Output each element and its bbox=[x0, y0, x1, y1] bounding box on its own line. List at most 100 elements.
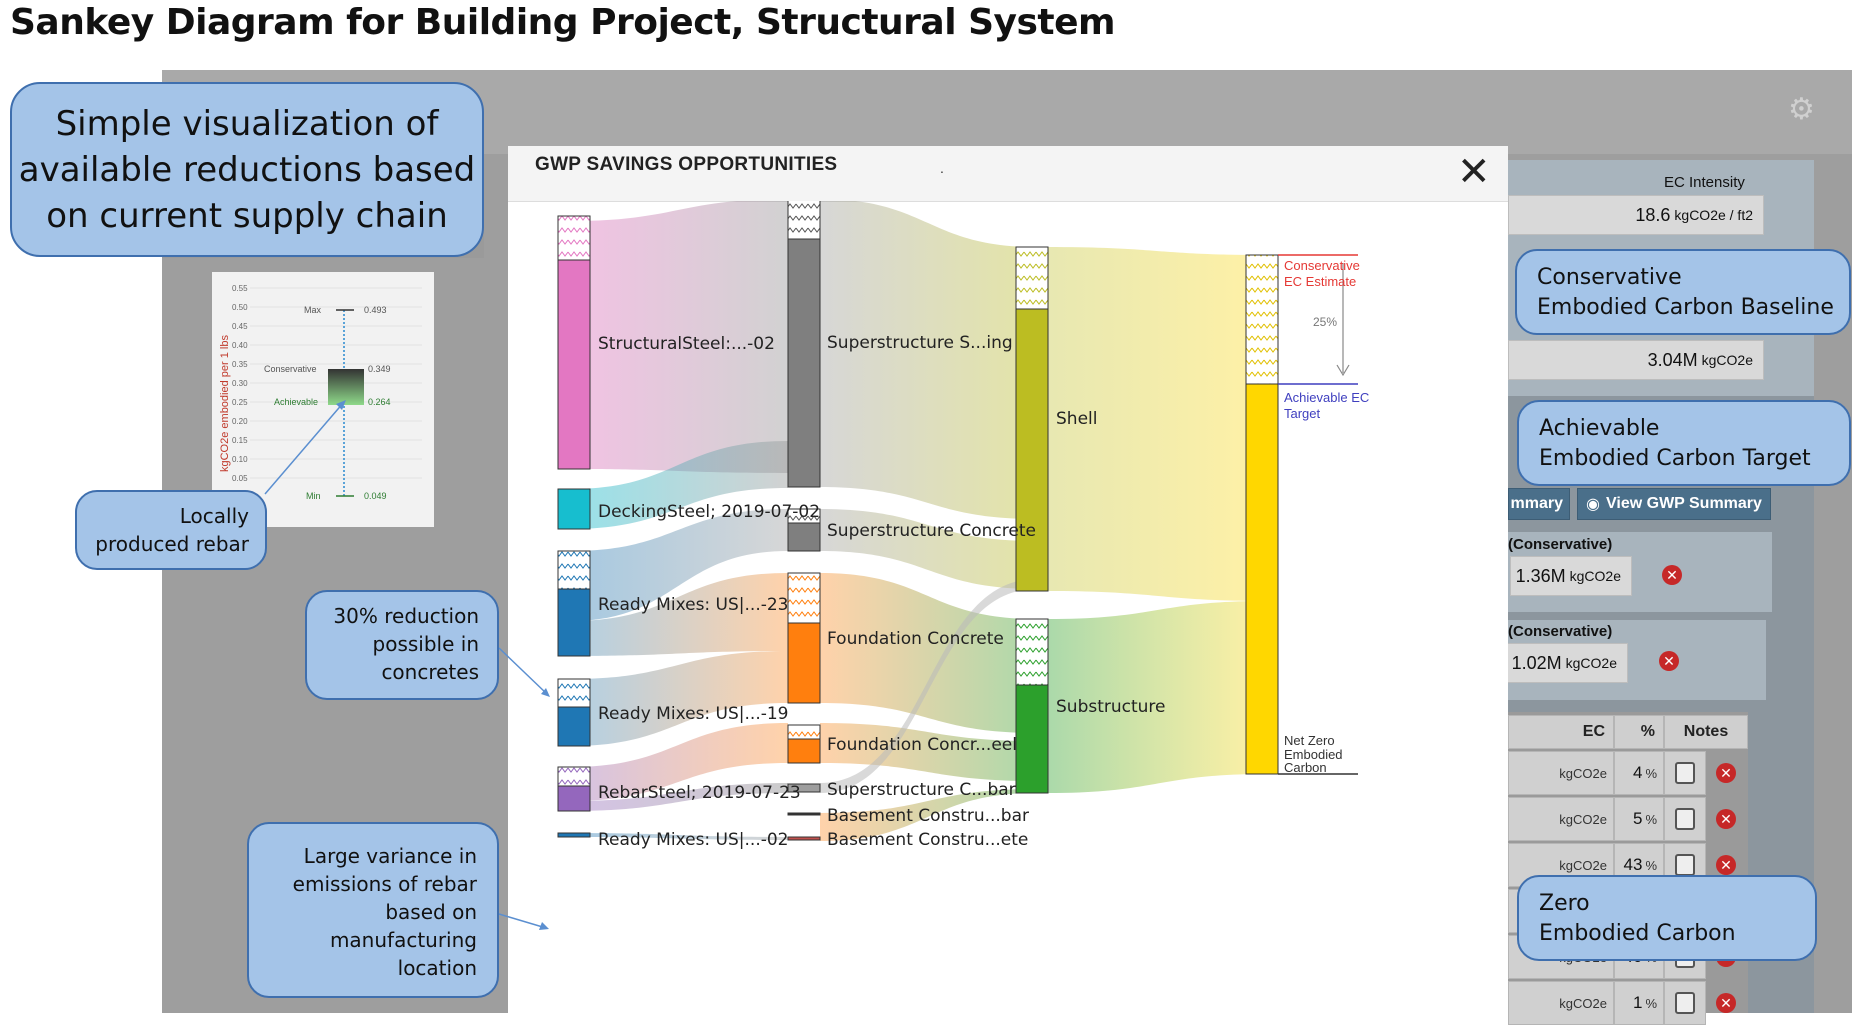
node-structuralsteel-savings bbox=[557, 215, 591, 261]
label-shell: Shell bbox=[1056, 409, 1097, 429]
table-row-pct-value: 43 bbox=[1623, 855, 1643, 874]
callout-ach-line-1: Achievable bbox=[1539, 416, 1660, 441]
callout-reduction-line-3: concretes bbox=[381, 660, 479, 684]
remove-card-2-icon[interactable]: ✕ bbox=[1659, 651, 1679, 671]
note-icon[interactable] bbox=[1675, 854, 1695, 876]
table-row-notes bbox=[1664, 981, 1706, 1025]
link-substructure-total bbox=[1048, 601, 1266, 793]
node-foundationsteel bbox=[787, 738, 821, 764]
link-readymix23-foundation bbox=[570, 573, 788, 656]
gear-icon[interactable]: ⚙ bbox=[1788, 93, 1815, 126]
callout-local-line-2: produced rebar bbox=[95, 532, 249, 556]
close-icon[interactable]: ✕ bbox=[1457, 150, 1491, 194]
remove-row-icon[interactable]: ✕ bbox=[1716, 763, 1736, 783]
thumb-ach-label: Achievable bbox=[274, 397, 318, 407]
label-netzero-1: Net Zero bbox=[1284, 733, 1335, 748]
total-ec-unit: kgCO2e bbox=[1701, 352, 1753, 368]
reduction-arrow-head bbox=[1336, 364, 1350, 377]
callout-variance-line-2: emissions of rebar bbox=[292, 872, 477, 896]
sankey-diagram: StructuralSteel:...-02 DeckingSteel; 201… bbox=[557, 201, 1369, 850]
label-basement-bar: Basement Constru...bar bbox=[827, 806, 1029, 826]
label-netzero-3: Carbon bbox=[1284, 760, 1327, 775]
modal-header bbox=[508, 146, 1508, 202]
view-gwp-summary-button[interactable]: ◉View GWP Summary bbox=[1577, 488, 1771, 520]
node-supercbar bbox=[787, 783, 821, 793]
ec-intensity-unit: kgCO2e / ft2 bbox=[1674, 207, 1753, 223]
table-header-ec: EC bbox=[1508, 715, 1614, 749]
table-header-notes: Notes bbox=[1664, 715, 1748, 749]
callout-locally-produced-rebar: Locally produced rebar bbox=[75, 490, 267, 570]
node-deckingsteel bbox=[557, 488, 591, 530]
callout-zero-embodied-carbon: Zero Embodied Carbon bbox=[1517, 875, 1817, 961]
thumb-tick-label: 0.30 bbox=[232, 379, 248, 388]
remove-row-icon[interactable]: ✕ bbox=[1716, 855, 1736, 875]
thumb-tick-label: 0.50 bbox=[232, 303, 248, 312]
node-superstructure-steel-savings bbox=[787, 201, 821, 240]
table-row-pct: 5% bbox=[1614, 797, 1664, 841]
link-superconcrete-shell bbox=[820, 509, 1036, 589]
category-card-1-label: (Conservative) bbox=[1508, 536, 1613, 553]
link-rebar-foundation bbox=[570, 723, 788, 801]
callout-main-line-2: available reductions based bbox=[18, 149, 476, 190]
label-foundation: Foundation Concrete bbox=[827, 629, 1004, 649]
node-substructure-savings bbox=[1015, 618, 1049, 686]
category-card-2-value: 1.02M bbox=[1511, 652, 1562, 673]
callout-simple-visualization: Simple visualization of available reduct… bbox=[10, 82, 484, 257]
link-shell-total bbox=[1048, 247, 1266, 601]
table-row-pct: 4% bbox=[1614, 751, 1664, 795]
callout-variance-line-4: manufacturing bbox=[329, 928, 477, 952]
callout-cons-line-2: Embodied Carbon Baseline bbox=[1537, 295, 1834, 320]
callout-variance-line-1: Large variance in bbox=[303, 844, 477, 868]
callout-zero-line-2: Embodied Carbon bbox=[1539, 921, 1736, 946]
table-row-ec: kgCO2e bbox=[1508, 797, 1614, 841]
category-card-2-unit: kgCO2e bbox=[1565, 655, 1617, 671]
table-row-ec: kgCO2e bbox=[1508, 981, 1614, 1025]
note-icon[interactable] bbox=[1675, 992, 1695, 1014]
callout-local-line-1: Locally bbox=[179, 504, 249, 528]
nodes-col2 bbox=[787, 201, 821, 841]
thumb-tick-label: 0.05 bbox=[232, 474, 248, 483]
label-supercbar: Superstructure C...bar bbox=[827, 780, 1016, 800]
node-foundation bbox=[787, 622, 821, 704]
total-ec-value: 3.04M bbox=[1647, 349, 1698, 370]
label-superconcrete: Superstructure Concrete bbox=[827, 521, 1036, 541]
table-row-pct: 1% bbox=[1614, 981, 1664, 1025]
link-superstructure-shell bbox=[820, 201, 1036, 519]
remove-row-icon[interactable]: ✕ bbox=[1716, 809, 1736, 829]
remove-row-icon[interactable]: ✕ bbox=[1716, 993, 1736, 1013]
label-structuralsteel: StructuralSteel:...-02 bbox=[598, 334, 775, 354]
thumb-tick-label: 0.35 bbox=[232, 360, 248, 369]
note-icon[interactable] bbox=[1675, 808, 1695, 830]
thumb-tick-label: 0.40 bbox=[232, 341, 248, 350]
label-conservative-1: Conservative bbox=[1284, 258, 1360, 273]
label-achievable-1: Achievable EC bbox=[1284, 390, 1369, 405]
callout-large-variance: Large variance in emissions of rebar bas… bbox=[247, 822, 499, 998]
note-icon[interactable] bbox=[1675, 762, 1695, 784]
nodes-col1 bbox=[557, 215, 591, 838]
remove-card-1-icon[interactable]: ✕ bbox=[1662, 565, 1682, 585]
label-substructure: Substructure bbox=[1056, 697, 1166, 717]
table-row-pct-symbol: % bbox=[1645, 995, 1657, 1011]
node-basement-concrete bbox=[787, 836, 821, 841]
node-superconcrete bbox=[787, 522, 821, 552]
callout-achievable-target: Achievable Embodied Carbon Target bbox=[1517, 400, 1851, 486]
node-total bbox=[1245, 254, 1358, 775]
label-conservative-2: EC Estimate bbox=[1284, 274, 1356, 289]
table-row-notes bbox=[1664, 751, 1706, 795]
table-row-ec-unit: kgCO2e bbox=[1559, 857, 1607, 873]
modal-title: GWP SAVINGS OPPORTUNITIES bbox=[535, 154, 838, 175]
thumb-ylabel: kgCO2e embodied per 1 lbs bbox=[219, 335, 231, 472]
thumb-tick-label: 0.10 bbox=[232, 455, 248, 464]
nodes-col3 bbox=[1015, 246, 1049, 794]
node-readymix23 bbox=[557, 588, 591, 657]
node-labels: StructuralSteel:...-02 DeckingSteel; 201… bbox=[598, 258, 1369, 850]
thumb-min-value: 0.049 bbox=[364, 491, 387, 501]
node-readymix19-savings bbox=[557, 678, 591, 708]
thumb-ticks: 0.550.500.450.400.350.300.250.200.150.10… bbox=[232, 284, 422, 483]
table-row-pct-symbol: % bbox=[1645, 857, 1657, 873]
category-card-1-unit: kgCO2e bbox=[1569, 568, 1621, 584]
label-percent: 25% bbox=[1313, 315, 1337, 329]
summary-button[interactable]: mmary bbox=[1508, 488, 1570, 520]
callout-zero-line-1: Zero bbox=[1539, 891, 1590, 916]
